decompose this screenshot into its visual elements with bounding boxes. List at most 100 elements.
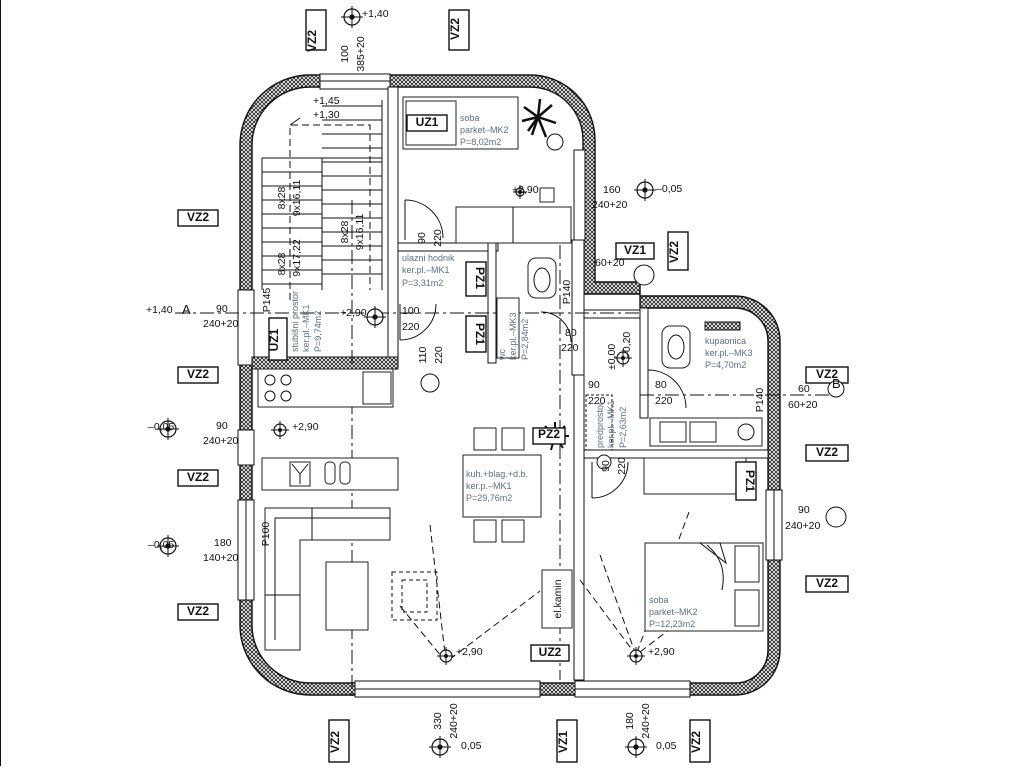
svg-text:ulazni hodnik: ulazni hodnik <box>402 253 455 263</box>
tag-box <box>177 603 219 621</box>
tag-vz2-west-4: VZ2 <box>187 604 209 618</box>
armchair-dashed <box>391 571 438 621</box>
level-ne: –0,05 <box>656 183 682 195</box>
tag-box <box>328 719 350 763</box>
label-el-kamin: el.kamin <box>552 579 564 618</box>
dim-220-wc: 220 <box>561 342 579 354</box>
tag-uz1-room1: UZ1 <box>416 115 439 129</box>
door-swing-wc <box>540 311 572 343</box>
tag-box <box>465 315 487 353</box>
dining-chair <box>473 427 497 451</box>
tag-box <box>305 9 327 51</box>
room1-nightstand <box>539 187 555 203</box>
stair-c2: 9x16,11 <box>354 214 366 251</box>
svg-text:stubišni prostor: stubišni prostor <box>290 291 300 352</box>
dim-60-wc: 60+20 <box>595 257 625 269</box>
svg-text:P=4,70m2: P=4,70m2 <box>705 360 746 370</box>
axis-label-b: B <box>832 376 841 391</box>
bed-2-pillow <box>734 545 760 583</box>
tag-box <box>406 114 448 132</box>
dim-p100: P100 <box>260 522 272 547</box>
level-room2: +2,90 <box>648 646 675 658</box>
tag-vz2-west-2: VZ2 <box>187 367 209 381</box>
wardrobe-2 <box>643 457 747 495</box>
tag-box <box>805 575 849 593</box>
tag-vz2-east-2: VZ2 <box>816 445 838 459</box>
tag-vz2-top-left: VZ2 <box>305 30 319 52</box>
wall-bath-west <box>639 307 649 419</box>
ref-circle <box>420 373 440 393</box>
wall-hall-north <box>397 242 499 252</box>
svg-text:wc: wc <box>497 349 507 361</box>
dim-p140-bath: P140 <box>754 388 766 413</box>
room-label-kupaonica: kupaonica ker.pl.–MK3 P=4,70m2 <box>705 336 753 370</box>
level-target-dot <box>633 744 639 750</box>
predprostor-cabinet <box>585 394 613 451</box>
tag-box <box>177 469 219 487</box>
ref-circle <box>596 454 612 470</box>
tag-pz2: PZ2 <box>538 427 560 441</box>
bath-toilet <box>661 325 691 369</box>
wall-living-east <box>573 374 585 681</box>
tag-vz1-east: VZ1 <box>624 243 646 257</box>
level-room1: +2,90 <box>512 184 539 196</box>
dim-90-door: 90 <box>600 460 612 472</box>
stair-b1: 8x28 <box>339 220 351 243</box>
level-target-dot <box>444 654 448 658</box>
tag-box <box>556 719 578 763</box>
dining-table <box>462 454 542 518</box>
tag-vz2-north-east: VZ2 <box>667 241 681 263</box>
svg-text:P=2,84m2: P=2,84m2 <box>520 319 530 360</box>
svg-text:P=12,23m2: P=12,23m2 <box>649 619 695 629</box>
dim-80-bath: 80 <box>655 379 667 391</box>
dim-140-west: 140+20 <box>203 552 238 564</box>
level-s-1: 0,05 <box>461 740 482 752</box>
dim-90-west: 90 <box>216 303 228 315</box>
dim-180-west: 180 <box>214 537 232 549</box>
dim-60-east: 60 <box>798 383 810 395</box>
window-east-upper <box>573 149 586 241</box>
svg-text:parket–MK2: parket–MK2 <box>649 607 698 617</box>
door-swing-bath <box>647 369 687 409</box>
stair-c1: 8x28 <box>276 252 288 275</box>
tag-box <box>268 317 288 361</box>
tag-vz2-south-1: VZ2 <box>328 731 342 753</box>
dim-385: 385+20 <box>355 36 367 71</box>
ref-circle <box>827 380 845 398</box>
tag-box <box>805 444 849 462</box>
svg-text:P=3,31m2: P=3,31m2 <box>402 278 443 288</box>
dim-240-ne: 240+20 <box>592 199 627 211</box>
tag-box <box>667 231 689 271</box>
dim-330: 330 <box>432 712 444 730</box>
level-target-dot <box>165 426 171 432</box>
room-label-soba-1: soba parket–MK2 P=8,02m2 <box>460 113 509 147</box>
dim-110: 110 <box>417 346 429 363</box>
level-target-dot <box>437 744 443 750</box>
level-target-dot <box>349 14 355 20</box>
bath-radiator <box>704 321 741 331</box>
tag-vz2-west-1: VZ2 <box>187 210 209 224</box>
tag-box <box>615 242 655 260</box>
level-w-2: –0,05 <box>148 539 174 551</box>
level-w-1: –0,05 <box>148 421 174 433</box>
dim-220-hall: 220 <box>433 346 445 364</box>
wc-toilet <box>527 257 557 299</box>
dim-240-south-1: 240+20 <box>448 703 460 738</box>
tag-box <box>530 644 570 662</box>
level-s-2: 0,05 <box>656 740 677 752</box>
outer-wall-main <box>239 74 781 696</box>
svg-text:kuh.+blag.+d.b.: kuh.+blag.+d.b. <box>466 469 528 479</box>
tag-box <box>532 427 566 445</box>
svg-text:ker.pl.–MK1: ker.pl.–MK1 <box>402 265 450 275</box>
level-kitchen: +2,90 <box>292 421 319 433</box>
el-kamin <box>541 569 573 629</box>
level-top: +1,40 <box>362 8 389 20</box>
dim-p145: P145 <box>261 288 273 313</box>
dim-240-west-2: 240+20 <box>203 435 238 447</box>
svg-text:parket–MK2: parket–MK2 <box>460 125 509 135</box>
window-west-entry <box>237 289 255 366</box>
window-west-kitchen <box>237 429 255 466</box>
dim-p140-wc: P140 <box>561 280 573 305</box>
tag-vz2-south-2: VZ2 <box>689 731 703 753</box>
tag-box <box>177 209 219 227</box>
